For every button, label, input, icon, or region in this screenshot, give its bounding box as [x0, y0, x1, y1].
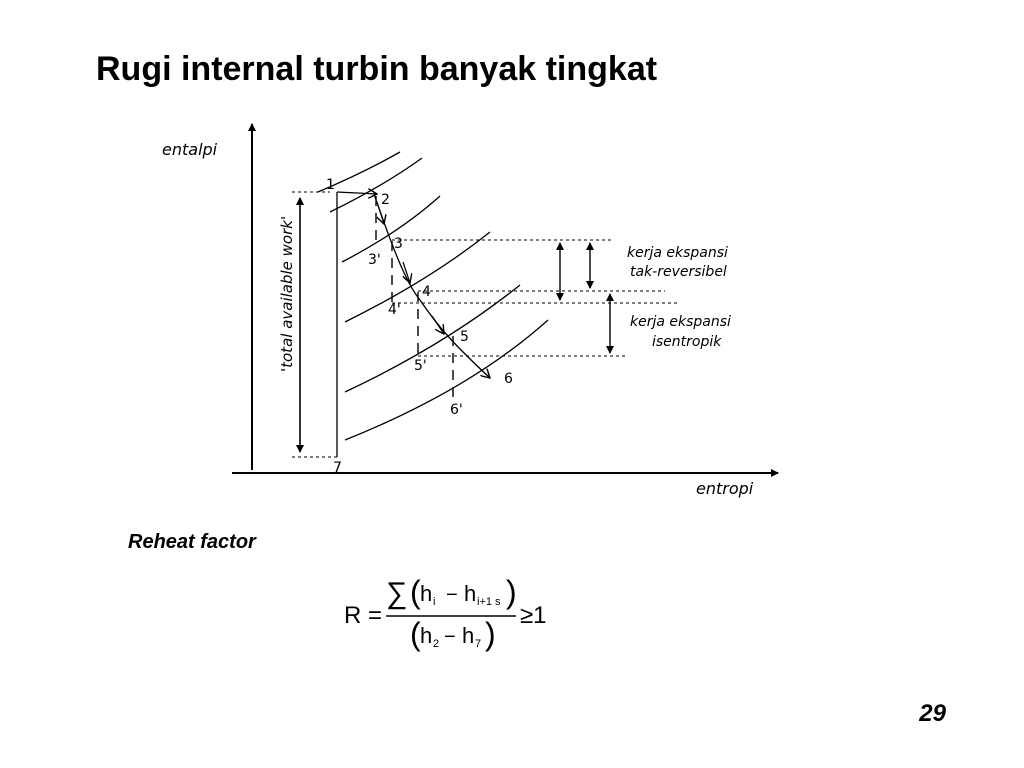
- formula-den-sub2: 7: [475, 638, 481, 650]
- point-label-1: 1: [326, 177, 335, 193]
- point-label-4-prime: 4': [388, 302, 401, 318]
- formula-den-op: −: [444, 626, 456, 648]
- point-label-2: 2: [381, 192, 390, 208]
- formula-paren-open-top: (: [410, 574, 421, 610]
- point-label-6: 6: [504, 371, 513, 387]
- isobar-3: [341, 195, 441, 263]
- formula-lhs: R =: [344, 602, 382, 629]
- formula-relation: ≥1: [520, 602, 547, 629]
- point-label-7: 7: [333, 460, 342, 476]
- isobar-1: [317, 151, 401, 193]
- annotation-reversible-line-2: tak-reversibel: [630, 264, 727, 280]
- formula-num-h1: h: [420, 581, 432, 606]
- process-1-2: [336, 192, 377, 194]
- formula-num-h2: h: [464, 581, 476, 606]
- formula-num-sub1: i: [433, 596, 435, 608]
- point-label-5: 5: [460, 329, 469, 345]
- formula-den-h2: h: [462, 623, 474, 648]
- reheat-formula: R = ∑ ( h i − h i+1 s ) ( h 2 − h 7 ) ≥1: [344, 574, 547, 652]
- isobar-4: [344, 231, 491, 323]
- point-label-5-prime: 5': [414, 358, 427, 374]
- formula-den-h1: h: [420, 623, 432, 648]
- annotation-reversible-line-1: kerja ekspansi: [627, 245, 728, 261]
- formula-paren-close-top: ): [506, 574, 517, 610]
- point-label-3-prime: 3': [368, 252, 381, 268]
- point-label-4: 4: [422, 284, 431, 300]
- isobar-6: [344, 319, 549, 441]
- isobar-2: [329, 157, 423, 213]
- formula-den-sub1: 2: [433, 638, 439, 650]
- isentropic-drops: [375, 196, 454, 400]
- formula-paren-open-bottom: (: [410, 616, 421, 652]
- annotation-isentropic-line-1: kerja ekspansi: [630, 314, 731, 330]
- stage-arrows: [376, 201, 444, 334]
- reference-dashed-lines: [392, 239, 680, 357]
- dimension-arrows: [556, 242, 614, 354]
- annotation-isentropic-line-2: isentropik: [652, 334, 722, 350]
- state-point-labels: 1 2 3 3' 4 4' 5 5' 6 6' 7: [326, 177, 513, 476]
- total-work-label: 'total available work': [278, 216, 296, 372]
- point-label-6-prime: 6': [450, 402, 463, 418]
- isobar-curves: [317, 151, 549, 441]
- actual-expansion-curve: [373, 193, 490, 378]
- x-axis-label: entropi: [696, 479, 754, 498]
- formula-sum: ∑: [386, 577, 407, 610]
- reheat-factor-label: Reheat factor: [128, 531, 256, 553]
- y-axis-label: entalpi: [162, 140, 218, 159]
- formula-num-sub2: i+1 s: [477, 596, 501, 608]
- isobar-5: [344, 284, 521, 393]
- formula-num-op: −: [446, 584, 458, 606]
- formula-paren-close-bottom: ): [485, 616, 496, 652]
- slide-title: Rugi internal turbin banyak tingkat: [96, 50, 658, 88]
- page-number: 29: [919, 700, 946, 727]
- point-label-3: 3: [394, 236, 403, 252]
